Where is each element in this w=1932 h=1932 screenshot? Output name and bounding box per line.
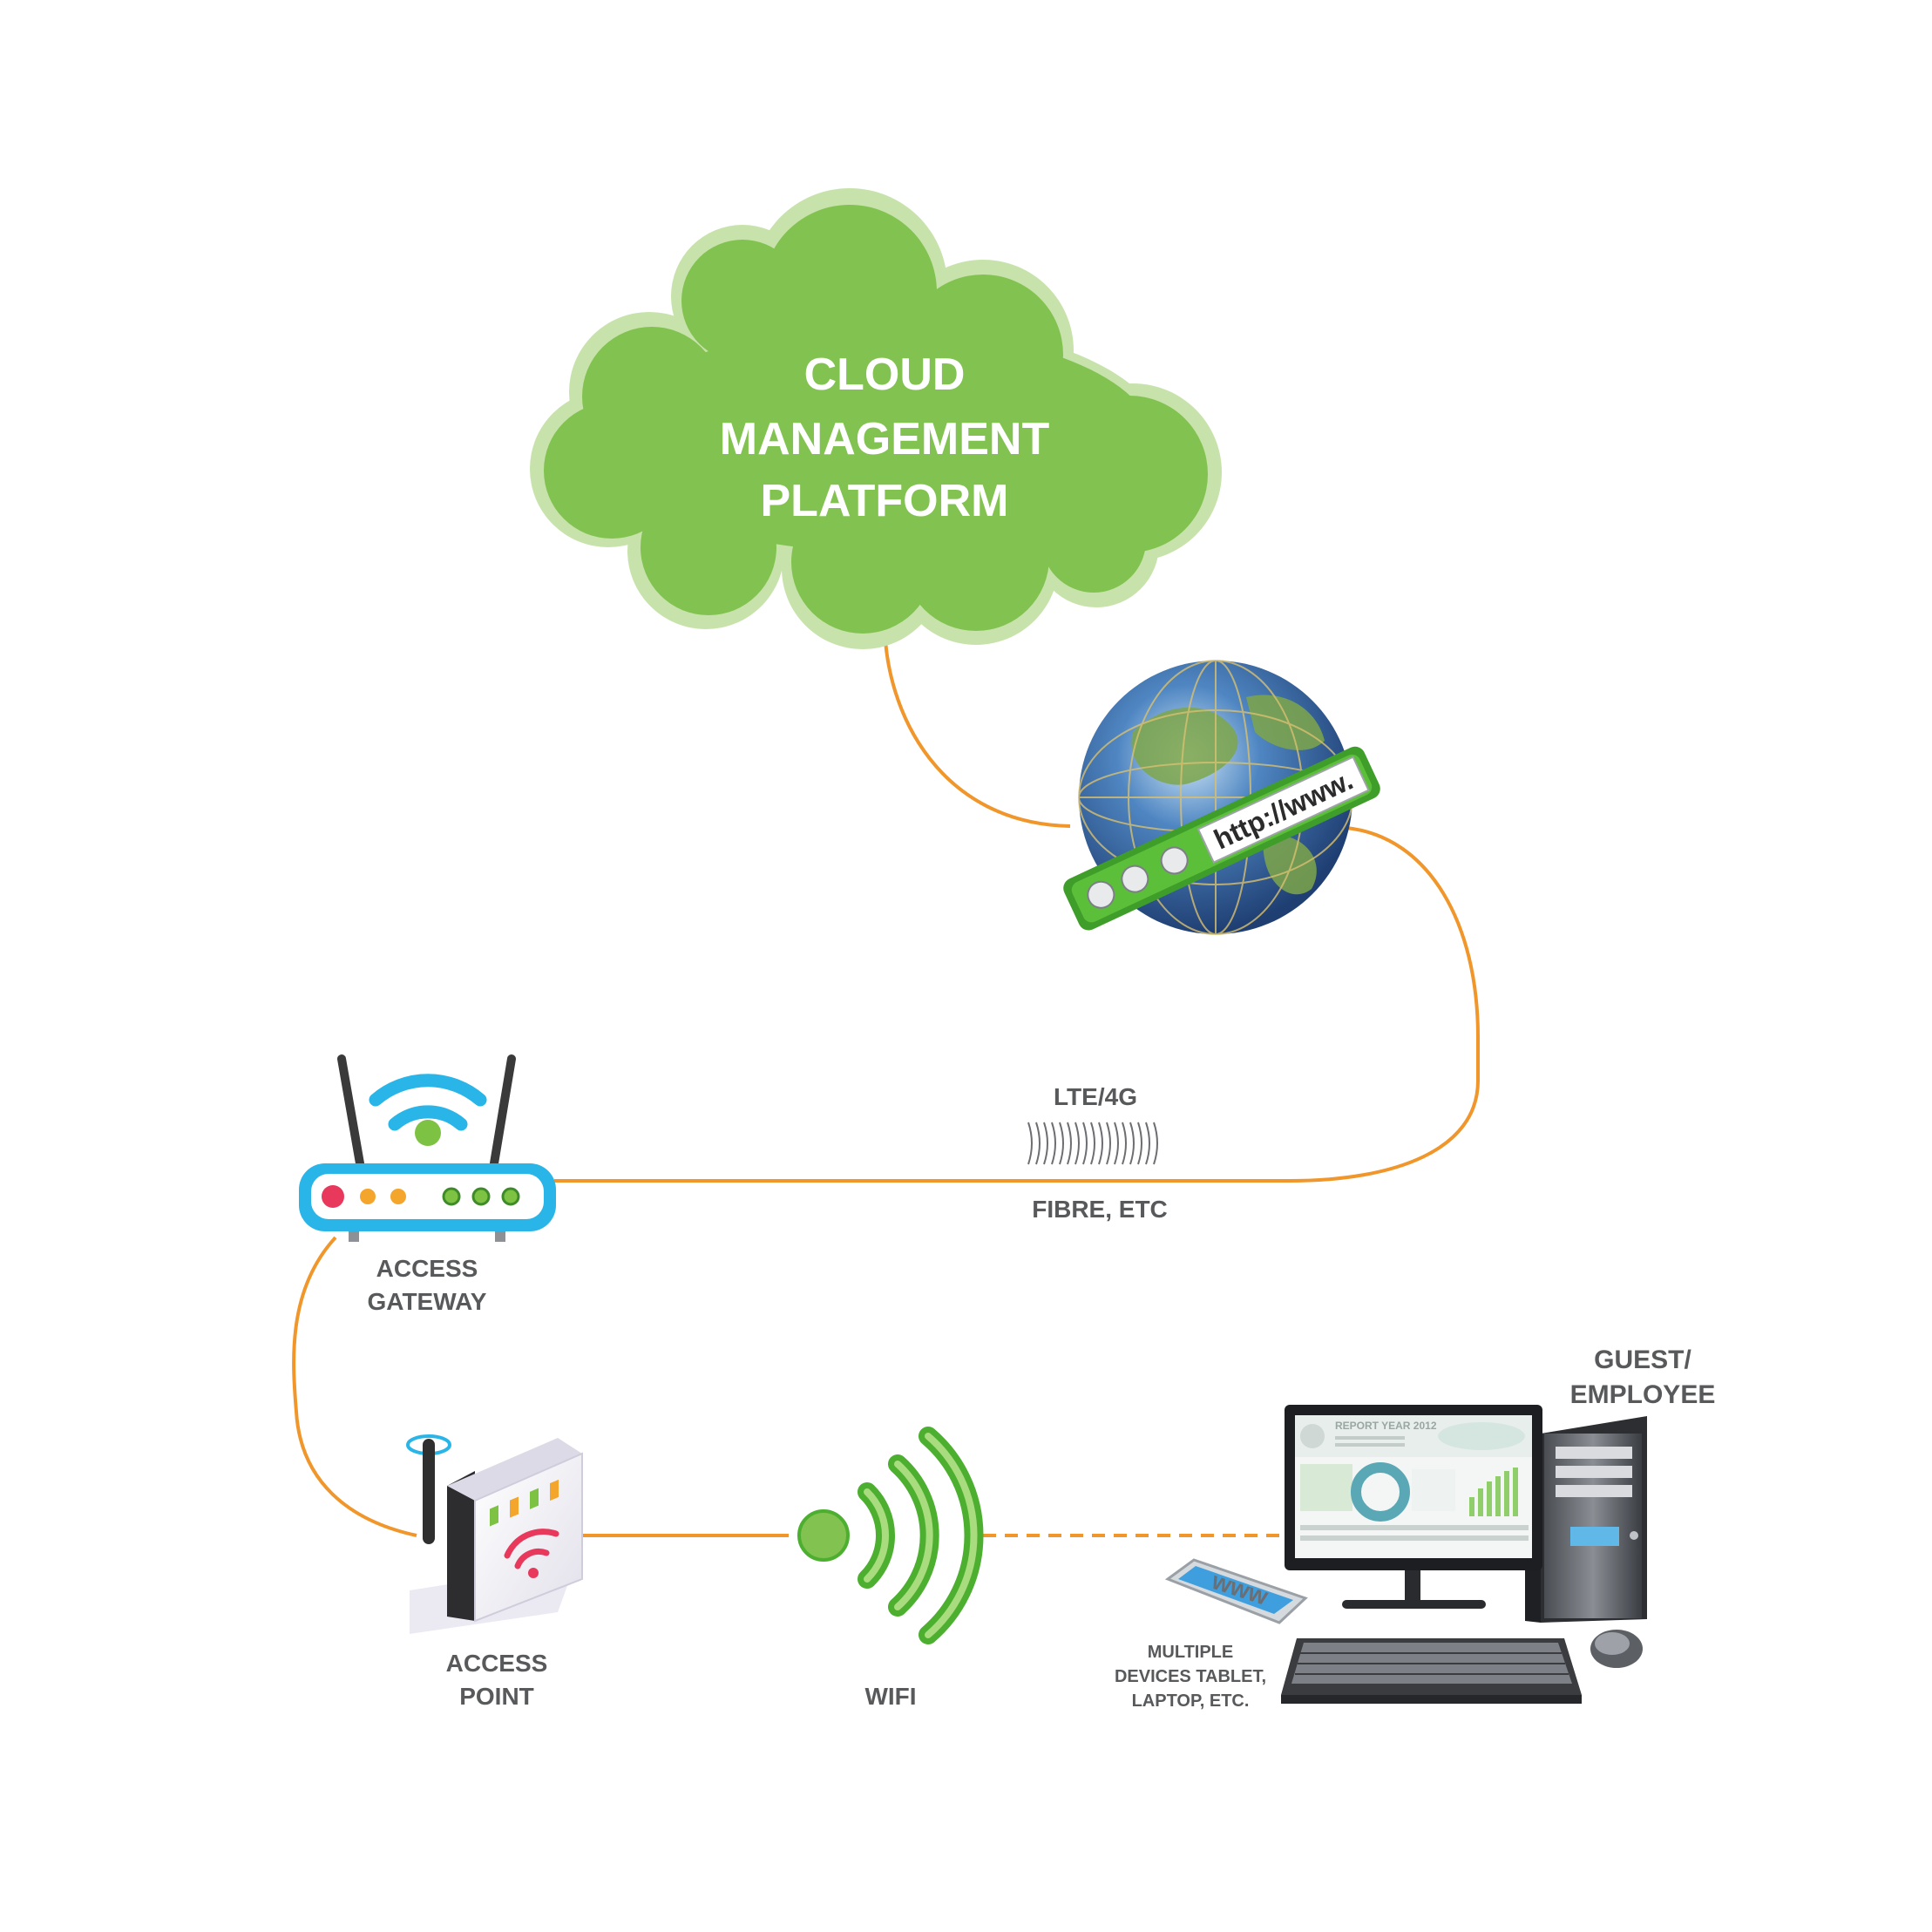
devices-label-line-1: MULTIPLE: [1148, 1643, 1234, 1662]
access-point-wifi-icon: [504, 1529, 559, 1569]
tablet-device: www: [1164, 1558, 1308, 1624]
cloud-title-line-3: PLATFORM: [761, 476, 1009, 526]
access-point-side: [447, 1471, 475, 1621]
back-arrow-icon: [1087, 880, 1115, 909]
cloud-management-platform: CLOUD MANAGEMENT PLATFORM: [530, 188, 1222, 649]
access-point-top: [447, 1438, 582, 1501]
wifi-source-dot: [797, 1509, 850, 1562]
cloud-title-line-1: CLOUD: [804, 349, 966, 400]
endpoint-label-line-1: GUEST/: [1594, 1346, 1691, 1374]
gateway-antenna-left: [337, 1054, 364, 1168]
cloud-to-globe-line: [883, 620, 1071, 828]
connectors: [292, 620, 1480, 1537]
endpoint-label-line-2: EMPLOYEE: [1570, 1380, 1716, 1409]
pc-tower-display: [1570, 1527, 1619, 1546]
wifi-signal: WIFI: [797, 1427, 984, 1710]
gateway-wifi-icon: [369, 1074, 487, 1131]
gateway-status-led: [415, 1120, 441, 1146]
access-point-label-line-2: POINT: [459, 1683, 534, 1710]
cloud-shape: [530, 188, 1222, 649]
internet-globe: http://www.: [1063, 660, 1380, 935]
wifi-label: WIFI: [864, 1683, 916, 1710]
globe-to-gateway-line: [554, 826, 1480, 1183]
pc-monitor: REPORT YEAR 2012: [1285, 1405, 1542, 1609]
access-point-device: ACCESS POINT: [406, 1434, 583, 1710]
signal-waves-icon: [1027, 1122, 1158, 1165]
wifi-waves-icon: [858, 1427, 984, 1644]
search-icon: [1160, 846, 1189, 875]
access-gateway-router: ACCESS GATEWAY: [299, 1054, 556, 1315]
keyboard: [1281, 1638, 1582, 1704]
report-donut-chart: [1351, 1462, 1410, 1522]
gateway-label-line-1: ACCESS: [376, 1255, 478, 1282]
devices-label-line-2: DEVICES TABLET,: [1115, 1667, 1266, 1686]
gateway-to-access-point-line: [292, 1236, 417, 1537]
mouse: [1590, 1630, 1643, 1668]
gateway-label-line-2: GATEWAY: [368, 1288, 487, 1315]
link-label-lte: LTE/4G: [1054, 1083, 1137, 1110]
link-label-fibre: FIBRE, ETC: [1032, 1196, 1168, 1223]
power-button-icon: [322, 1185, 344, 1208]
pc-tower: [1525, 1416, 1647, 1623]
gateway-antenna-right: [490, 1054, 516, 1168]
monitor-stand-base: [1342, 1600, 1486, 1609]
devices-label-line-3: LAPTOP, ETC.: [1132, 1691, 1250, 1711]
link-labels: LTE/4G FIBRE, ETC: [1027, 1083, 1168, 1223]
guest-employee-workstation: GUEST/ EMPLOYEE REPORT YEAR 2012: [1115, 1346, 1715, 1711]
cloud-title-line-2: MANAGEMENT: [720, 414, 1050, 464]
forward-arrow-icon: [1121, 864, 1149, 893]
url-bar: [1196, 756, 1370, 864]
monitor-report-title: REPORT YEAR 2012: [1335, 1420, 1437, 1432]
access-point-label-line-1: ACCESS: [446, 1650, 548, 1677]
